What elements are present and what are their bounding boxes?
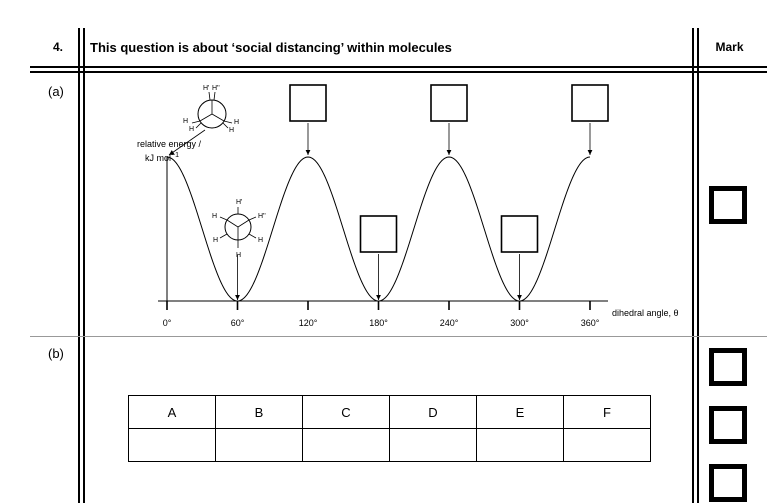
newman-eclipsed-front-2: H bbox=[234, 119, 239, 126]
table-header-e: E bbox=[476, 395, 564, 429]
newman-eclipsed: H' H'' H H H H bbox=[183, 85, 239, 134]
part-b-label: (b) bbox=[48, 346, 64, 361]
newman-eclipsed-back-3: H bbox=[189, 126, 194, 133]
table-header-c: C bbox=[302, 395, 390, 429]
question-title: This question is about ‘social distancin… bbox=[90, 40, 452, 55]
x-axis-ticks: 0° 60° 120° 180° 240° 300° 360° bbox=[163, 301, 600, 328]
answer-boxes bbox=[289, 84, 609, 253]
left-double-line-2 bbox=[83, 28, 85, 503]
newman-eclipsed-front-1: H bbox=[183, 118, 188, 125]
x-tick-label-300: 300° bbox=[510, 318, 529, 328]
arrow-box-360-head bbox=[587, 150, 593, 155]
question-number: 4. bbox=[52, 40, 63, 54]
answer-box-120[interactable] bbox=[289, 84, 327, 122]
x-tick-label-0: 0° bbox=[163, 318, 172, 328]
newman-staggered-front-1: H bbox=[212, 213, 217, 220]
answer-box-300[interactable] bbox=[500, 215, 539, 253]
newman-staggered-back-1: H' bbox=[236, 199, 242, 206]
answer-cell-a[interactable] bbox=[128, 428, 216, 462]
mark-box-part-b-2[interactable] bbox=[709, 406, 747, 444]
part-a-label: (a) bbox=[48, 84, 64, 99]
newman-staggered-front-3: H bbox=[258, 237, 263, 244]
arrow-eclipsed-line bbox=[168, 129, 206, 156]
newman-eclipsed-back-1: H' bbox=[203, 85, 209, 92]
newman-staggered-back-2: H'' bbox=[258, 213, 266, 220]
answer-box-180[interactable] bbox=[359, 215, 398, 253]
newman-staggered: H' H H'' H H H bbox=[212, 199, 266, 259]
right-double-line-2 bbox=[697, 28, 699, 503]
x-tick-label-60: 60° bbox=[231, 318, 245, 328]
arrow-eclipsed-head bbox=[169, 150, 175, 155]
mark-box-part-b-1[interactable] bbox=[709, 348, 747, 386]
mark-header: Mark bbox=[715, 40, 744, 54]
table-header-f: F bbox=[563, 395, 651, 429]
y-axis-label-line2: kJ mol−1 bbox=[145, 152, 179, 163]
left-double-line-1 bbox=[78, 28, 80, 503]
newman-staggered-front-2: H bbox=[213, 237, 218, 244]
y-axis-unit: kJ mol bbox=[145, 153, 171, 163]
right-double-line-1 bbox=[692, 28, 694, 503]
x-tick-label-120: 120° bbox=[299, 318, 318, 328]
newman-eclipsed-front-3: H bbox=[229, 127, 234, 134]
answer-cell-d[interactable] bbox=[389, 428, 477, 462]
arrow-box-240-head bbox=[446, 150, 452, 155]
part-divider bbox=[30, 336, 767, 337]
answer-cell-c[interactable] bbox=[302, 428, 390, 462]
arrow-box-120-head bbox=[305, 150, 311, 155]
answer-cell-b[interactable] bbox=[215, 428, 303, 462]
answer-cell-e[interactable] bbox=[476, 428, 564, 462]
newman-staggered-back-3: H bbox=[236, 252, 241, 259]
header-rule-1 bbox=[30, 66, 767, 68]
pointer-arrows bbox=[168, 123, 593, 300]
arrow-staggered-head bbox=[235, 295, 240, 300]
x-tick-label-240: 240° bbox=[440, 318, 459, 328]
arrow-box-300-head bbox=[517, 295, 522, 300]
table-header-a: A bbox=[128, 395, 216, 429]
y-axis-unit-exponent: −1 bbox=[171, 152, 179, 159]
newman-eclipsed-back-2: H'' bbox=[212, 85, 220, 92]
table-header-b: B bbox=[215, 395, 303, 429]
y-axis-label-line1: relative energy / bbox=[137, 139, 202, 149]
mark-box-part-b-3[interactable] bbox=[709, 464, 747, 502]
mark-box-part-a[interactable] bbox=[709, 186, 747, 224]
header-rule-2 bbox=[30, 71, 767, 73]
answer-cell-f[interactable] bbox=[563, 428, 651, 462]
table-header-d: D bbox=[389, 395, 477, 429]
x-tick-label-180: 180° bbox=[369, 318, 388, 328]
x-tick-label-360: 360° bbox=[581, 318, 600, 328]
energy-curve bbox=[166, 156, 591, 302]
answer-table-answer-row bbox=[128, 428, 651, 462]
answer-box-240[interactable] bbox=[430, 84, 468, 122]
arrow-box-180-head bbox=[376, 295, 381, 300]
x-axis-label: dihedral angle, θ bbox=[612, 308, 679, 318]
answer-box-360[interactable] bbox=[571, 84, 609, 122]
